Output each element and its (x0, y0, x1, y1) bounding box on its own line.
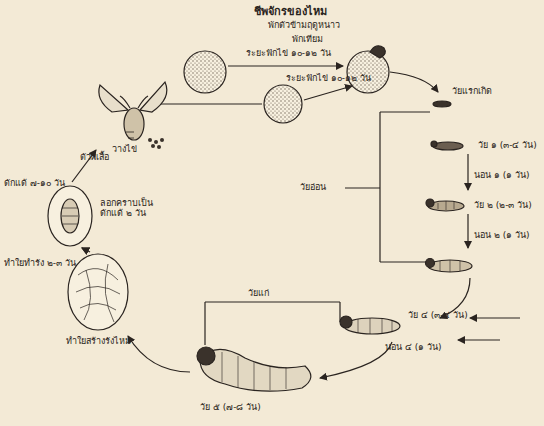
line (160, 103, 262, 104)
stage-label: ตัวผีเสื้อ (80, 152, 109, 162)
larva (431, 141, 463, 150)
arrow (128, 336, 190, 372)
stage-label: วัย ๒ (๒-๓ วัน) (474, 200, 532, 210)
pupa-shell (48, 186, 92, 246)
stage-label: พักตัวข้ามฤดูหนาว (268, 20, 340, 30)
stage-label: นอน ๒ (๑ วัน) (474, 230, 530, 240)
bracket (380, 261, 428, 262)
arrow (390, 72, 438, 92)
larva (426, 199, 464, 211)
bracket (345, 187, 380, 188)
stage-label: วัย ๕ (๗-๘ วัน) (200, 402, 261, 412)
eggs (148, 138, 164, 149)
stage-label: พักเทียม (292, 34, 323, 44)
arrow (458, 339, 500, 340)
stage-label: วัยอ่อน (300, 182, 326, 192)
stage-label: วัย ๔ (๓-๔ วัน) (408, 310, 468, 320)
stage-label: วัยแรกเกิด (452, 86, 492, 96)
hatching-larva (370, 46, 385, 58)
larva (426, 259, 473, 273)
stage-label: ระยะฟักไข่ ๑๐-๑๒ วัน (246, 48, 331, 58)
stage-label: วางไข่ (112, 144, 137, 154)
pupa (61, 199, 79, 233)
stage-label: ระยะฟักไข่ ๑๐-๑๒ วัน (286, 73, 371, 83)
moth (99, 82, 167, 140)
arrow (467, 154, 468, 190)
bracket (379, 112, 380, 262)
bracket (205, 301, 340, 302)
stage-label: ทำใยทำรัง ๒-๓ วัน (4, 258, 76, 268)
stage-label: นอน ๑ (๑ วัน) (474, 170, 530, 180)
arrow (82, 248, 90, 252)
larva (340, 316, 400, 334)
larva (433, 101, 451, 107)
egg (347, 51, 389, 93)
arrow (304, 86, 352, 100)
stage-label: นอน ๔ (๑ วัน) (385, 342, 442, 352)
stage-label: ลอกคราบเป็น ดักแด้ ๒ วัน (100, 198, 170, 219)
arrow (320, 342, 392, 378)
cocoon-threads (76, 264, 120, 322)
diagram-title: ชีพจักรของไหม (254, 2, 327, 20)
cocoon (68, 254, 128, 330)
stage-label: ดักแด้ ๗-๑๐ วัน (4, 178, 65, 188)
larva (197, 347, 311, 391)
egg (264, 85, 302, 123)
stage-label: ทำใยสร้างรังไหม (66, 336, 131, 346)
arrow (467, 214, 468, 248)
arrow (470, 317, 520, 318)
bracket (204, 302, 205, 345)
stage-label: วัยแก่ (248, 288, 269, 298)
stage-label: วัย ๑ (๓-๔ วัน) (478, 140, 537, 150)
arrow (228, 65, 343, 66)
egg (184, 51, 226, 93)
bracket (380, 111, 430, 112)
